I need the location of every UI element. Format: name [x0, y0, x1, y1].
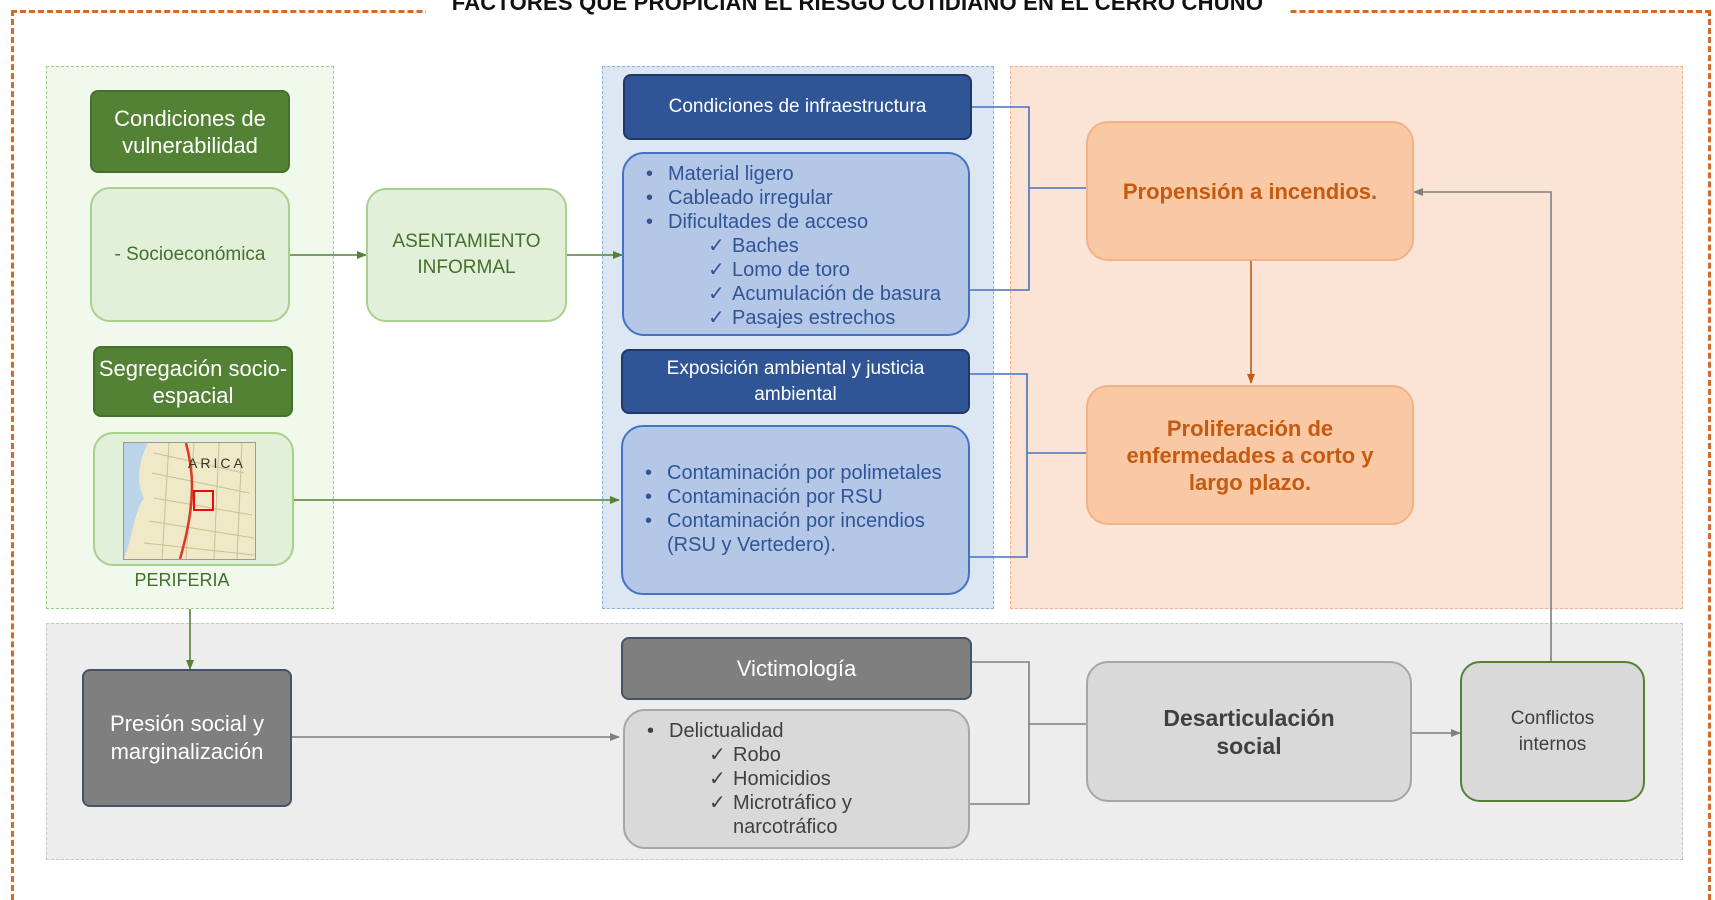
list-item: •Dificultades de acceso	[646, 211, 869, 233]
list-item: •Material ligero	[646, 163, 794, 185]
check-item: ✓Lomo de toro	[708, 259, 850, 281]
diagram-title: FACTORES QUE PROPICIAN EL RIESGO COTIDIA…	[0, 0, 1715, 16]
infrastructure-list: •Material ligero •Cableado irregular •Di…	[622, 152, 970, 336]
list-item: •Cableado irregular	[646, 187, 833, 209]
bracket-infra	[970, 106, 1030, 291]
periphery-map-box: ARICA	[93, 432, 294, 566]
exposure-list: •Contaminación por polimetales •Contamin…	[621, 425, 970, 595]
check-item: ✓Acumulación de basura	[708, 283, 942, 305]
list-item: •Contaminación por RSU	[645, 486, 883, 508]
disease-proliferation-box: Proliferación de enfermedades a corto y …	[1086, 385, 1414, 525]
arrow-conflictos-propension	[1413, 188, 1552, 661]
delinquency-list: •Delictualidad ✓Robo ✓Homicidios ✓Microt…	[623, 709, 970, 849]
list-item-continuation: (RSU y Vertedero).	[667, 534, 836, 556]
social-disarticulation-box: Desarticulación social	[1086, 661, 1412, 802]
infrastructure-header: Condiciones de infraestructura	[623, 74, 972, 140]
bracket-victimologia	[970, 661, 1030, 805]
list-item: •Contaminación por polimetales	[645, 462, 942, 484]
check-item: ✓Homicidios	[709, 768, 831, 790]
list-item: •Delictualidad	[647, 720, 784, 742]
bracket-exposicion	[970, 373, 1028, 558]
arica-map: ARICA	[123, 442, 256, 560]
vulnerability-box: Condiciones de vulnerabilidad	[90, 90, 290, 173]
internal-conflicts-box: Conflictos internos	[1460, 661, 1645, 802]
check-item: ✓Baches	[708, 235, 799, 257]
socioeconomic-box: - Socioeconómica	[90, 187, 290, 322]
exposure-header: Exposición ambiental y justicia ambienta…	[621, 349, 970, 414]
victimology-header: Victimología	[621, 637, 972, 700]
segregation-box: Segregación socio-espacial	[93, 346, 293, 417]
informal-settlement-box: ASENTAMIENTO INFORMAL	[366, 188, 567, 322]
check-item-continuation: narcotráfico	[733, 816, 838, 838]
check-item: ✓Microtráfico y	[709, 792, 852, 814]
list-item: •Contaminación por incendios	[645, 510, 925, 532]
map-label: ARICA	[188, 455, 246, 471]
fire-propensity-box: Propensión a incendios.	[1086, 121, 1414, 261]
check-item: ✓Pasajes estrechos	[708, 307, 896, 329]
check-item: ✓Robo	[709, 744, 781, 766]
social-pressure-box: Presión social y marginalización	[82, 669, 292, 807]
periphery-label: PERIFERIA	[134, 570, 230, 590]
